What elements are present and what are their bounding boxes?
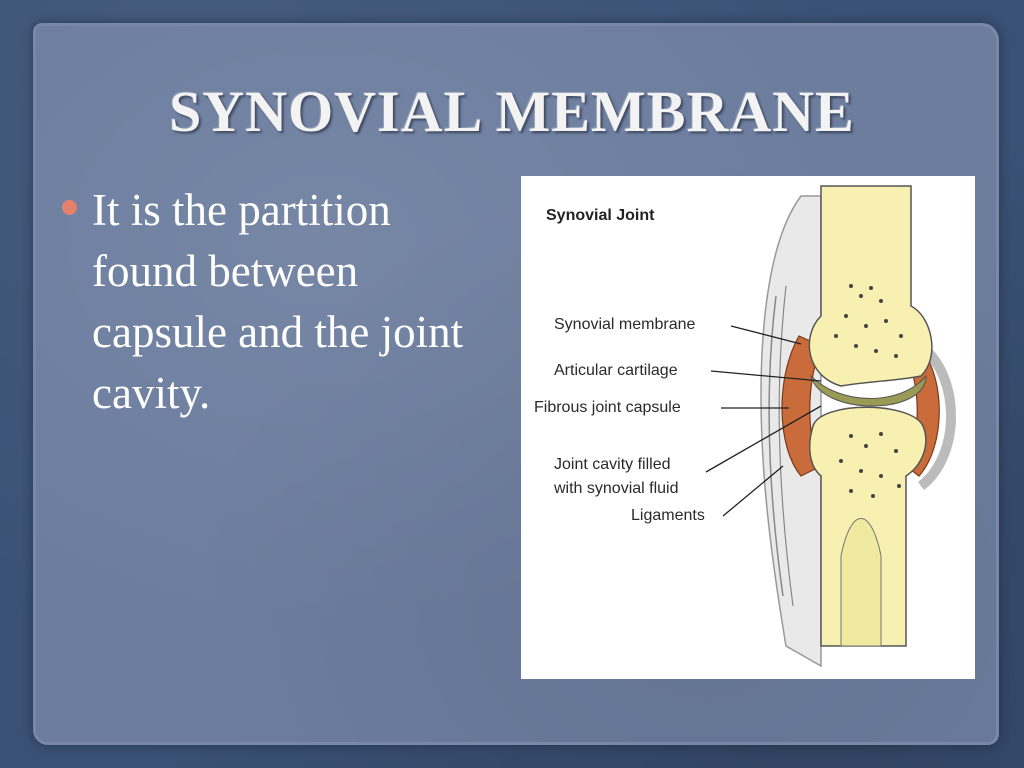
ligament-line — [768, 295, 784, 597]
bullet-text: It is the partition found between capsul… — [92, 185, 464, 418]
label-articular-cartilage: Articular cartilage — [554, 362, 678, 379]
label-pointers — [705, 325, 822, 517]
upper-bone — [808, 185, 933, 387]
label-ligaments: Ligaments — [631, 507, 705, 524]
spongy-bone-dots — [834, 284, 903, 498]
bullet-dot-icon — [62, 200, 77, 215]
label-joint-cavity-2: with synovial fluid — [554, 480, 679, 497]
fibrous-capsule-right — [917, 342, 956, 490]
ligament-line — [778, 285, 794, 607]
label-joint-cavity-1: Joint cavity filled — [554, 456, 671, 473]
label-synovial-membrane: Synovial membrane — [554, 316, 696, 333]
bullet-point: It is the partition found between capsul… — [62, 180, 482, 424]
articular-cartilage — [810, 374, 927, 407]
synovial-joint-diagram: Synovial Joint Synovial membrane Articul… — [521, 176, 975, 679]
diagram-title: Synovial Joint — [546, 207, 655, 224]
joint-illustration — [705, 185, 956, 668]
slide-title: SYNOVIAL MEMBRANE — [169, 79, 855, 144]
label-fibrous-capsule: Fibrous joint capsule — [534, 399, 681, 416]
marrow-cavity — [840, 518, 882, 647]
